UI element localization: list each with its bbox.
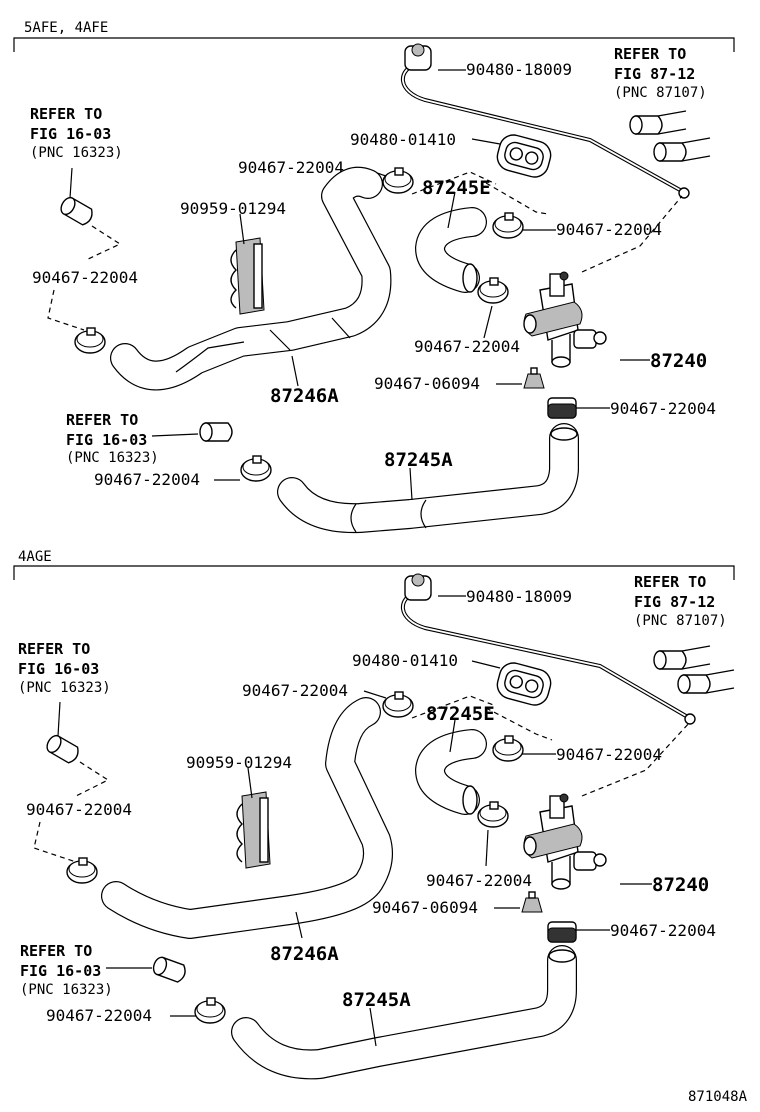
hose-clamp-icon: [477, 801, 509, 828]
hose-clamp-icon: [477, 277, 509, 304]
label-clamp-a-top: 90467-22004: [610, 399, 716, 418]
label-valve: 87240: [652, 874, 709, 896]
ref-fig-16-03-line2: FIG 16-03: [18, 660, 99, 678]
ref-fig-87-12-line1: REFER TO: [614, 45, 686, 63]
heater-valve-icon: [523, 271, 607, 368]
ref-fig-16-03-line2: FIG 16-03: [30, 125, 111, 143]
label-clamp-bottom: 90467-22004: [94, 470, 200, 489]
section-4age: 4AGE 90480-18009 REFER TO FIG 87-12 (PNC…: [13, 549, 735, 1080]
label-hose-e: 87245E: [426, 703, 495, 725]
label-hose-a: 87245A: [384, 449, 453, 471]
label-clamp-top: 90467-22004: [238, 158, 344, 177]
label-hose-a: 87245A: [342, 989, 411, 1011]
pipe-end-icon: [199, 422, 233, 442]
label-grommet: 90480-01410: [352, 651, 458, 670]
ref-fig-87-12-line3: (PNC 87107): [634, 613, 727, 629]
hose-clamp-icon: [194, 997, 226, 1024]
label-hose-b: 87246A: [270, 385, 339, 407]
label-clip: 90467-06094: [374, 374, 480, 393]
label-clamp-valve: 90467-22004: [414, 337, 520, 356]
ref-fig-16-03-line3: (PNC 16323): [18, 680, 111, 696]
hose-clamp-icon: [547, 397, 577, 419]
label-clip: 90467-06094: [372, 898, 478, 917]
section-title: 4AGE: [18, 549, 52, 565]
grommet-icon: [493, 659, 555, 709]
label-valve: 87240: [650, 350, 707, 372]
label-grommet: 90480-01410: [350, 130, 456, 149]
label-clamp-e-right: 90467-22004: [556, 745, 662, 764]
pipe-end-icon: [653, 137, 711, 162]
label-clamp-left: 90467-22004: [32, 268, 138, 287]
ref-fig-16-03b-line3: (PNC 16323): [20, 982, 113, 998]
pipe-end-icon: [57, 194, 96, 228]
bracket-icon: [230, 237, 265, 315]
hose-clamp-icon: [492, 212, 524, 239]
label-clamp-valve: 90467-22004: [426, 871, 532, 890]
ref-fig-16-03b-line2: FIG 16-03: [20, 962, 101, 980]
label-cable: 90480-18009: [466, 60, 572, 79]
ref-fig-16-03b-line1: REFER TO: [20, 942, 92, 960]
ref-fig-16-03b-line1: REFER TO: [66, 411, 138, 429]
cable-end-icon: [404, 43, 690, 199]
ref-fig-16-03-line1: REFER TO: [18, 640, 90, 658]
clip-icon: [523, 367, 545, 389]
pipe-end-icon: [677, 669, 735, 694]
ref-fig-16-03-line3: (PNC 16323): [30, 145, 123, 161]
label-clamp-bottom: 90467-22004: [46, 1006, 152, 1025]
section-title: 5AFE, 4AFE: [24, 20, 108, 36]
label-clamp-a-top: 90467-22004: [610, 921, 716, 940]
hose-clamp-icon: [240, 455, 272, 482]
label-hose-b: 87246A: [270, 943, 339, 965]
label-clamp-top: 90467-22004: [242, 681, 348, 700]
label-bracket: 90959-01294: [186, 753, 292, 772]
ref-fig-16-03b-line3: (PNC 16323): [66, 450, 159, 466]
section-5afe-4afe: 5AFE, 4AFE 90480-18009 REFER TO FIG 87-1…: [13, 20, 735, 534]
pipe-end-icon: [150, 954, 189, 985]
pipe-end-icon: [653, 645, 711, 670]
ref-fig-16-03-line1: REFER TO: [30, 105, 102, 123]
hose-clamp-icon: [547, 921, 577, 943]
pipe-end-icon: [43, 732, 82, 766]
figure-code: 871048A: [688, 1089, 748, 1105]
hose-clamp-icon: [66, 857, 98, 884]
hose-clamp-icon: [492, 735, 524, 762]
ref-fig-87-12-line3: (PNC 87107): [614, 85, 707, 101]
ref-fig-87-12-line2: FIG 87-12: [634, 593, 715, 611]
label-cable: 90480-18009: [466, 587, 572, 606]
pipe-end-icon: [629, 110, 687, 135]
label-hose-e: 87245E: [422, 177, 491, 199]
hose-clamp-icon: [382, 691, 414, 718]
label-clamp-left: 90467-22004: [26, 800, 132, 819]
bracket-icon: [236, 791, 271, 869]
cable-end-icon: [404, 573, 696, 725]
heater-valve-icon: [523, 793, 607, 890]
label-bracket: 90959-01294: [180, 199, 286, 218]
ref-fig-87-12-line2: FIG 87-12: [614, 65, 695, 83]
hose-clamp-icon: [382, 167, 414, 194]
hose-clamp-icon: [74, 327, 106, 354]
clip-icon: [521, 891, 543, 913]
ref-fig-16-03b-line2: FIG 16-03: [66, 431, 147, 449]
ref-fig-87-12-line1: REFER TO: [634, 573, 706, 591]
label-clamp-e-right: 90467-22004: [556, 220, 662, 239]
grommet-icon: [493, 131, 555, 181]
